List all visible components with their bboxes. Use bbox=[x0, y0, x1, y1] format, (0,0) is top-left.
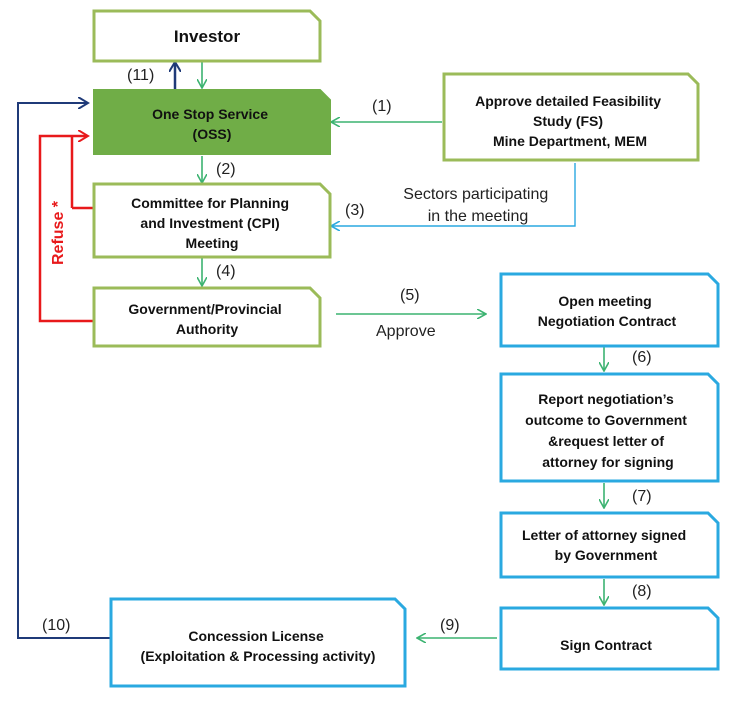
open-label-line1: Open meeting bbox=[558, 293, 651, 309]
investor-label: Investor bbox=[174, 27, 241, 46]
license-label-line2: (Exploitation & Processing activity) bbox=[141, 648, 376, 664]
svg-text:Committee for Planning a: Committee for Planning and Investment (C… bbox=[131, 195, 293, 251]
step-label-9: (9) bbox=[440, 617, 460, 634]
report-box: Report negotiation’s outcome to Governme… bbox=[499, 372, 720, 483]
sectors-label-line2: in the meeting bbox=[428, 208, 529, 225]
cpi-box: Committee for Planning and Investment (C… bbox=[92, 182, 332, 259]
svg-text:One Stop Service (OSS): One Stop Service (OSS) bbox=[152, 106, 272, 142]
letter-label-line2: by Government bbox=[555, 547, 658, 563]
investor-box: Investor bbox=[92, 9, 322, 63]
fs-label-line2: Study (FS) bbox=[533, 113, 603, 129]
oss-label-line2: (OSS) bbox=[193, 126, 232, 142]
approve-label: Approve bbox=[376, 323, 436, 340]
arrow-license-to-oss bbox=[17, 103, 110, 639]
step-label-5: (5) bbox=[400, 287, 420, 304]
letter-box: Letter of attorney signed by Government bbox=[499, 511, 720, 579]
report-label-line1: Report negotiation’s bbox=[538, 391, 674, 407]
step-label-3: (3) bbox=[345, 202, 365, 219]
step-label-1: (1) bbox=[372, 98, 392, 115]
step-label-11: (11) bbox=[127, 67, 154, 84]
cpi-label-line1: Committee for Planning bbox=[131, 195, 289, 211]
step-label-2: (2) bbox=[216, 161, 236, 178]
license-box: Concession License (Exploitation & Proce… bbox=[109, 597, 407, 688]
gov-label-line2: Authority bbox=[176, 321, 238, 337]
arrow-refuse-to-oss bbox=[38, 136, 93, 323]
step-label-8: (8) bbox=[632, 583, 652, 600]
report-label-line3: &request letter of bbox=[548, 433, 664, 449]
fs-label-line1: Approve detailed Feasibility bbox=[475, 93, 661, 109]
oss-label-line1: One Stop Service bbox=[152, 106, 268, 122]
refuse-label: Refuse * bbox=[50, 200, 67, 265]
arrow-fs-to-cpi bbox=[332, 163, 576, 226]
step-label-10: (10) bbox=[42, 617, 70, 634]
open-label-line2: Negotiation Contract bbox=[538, 313, 677, 329]
fs-box: Approve detailed Feasibility Study (FS) … bbox=[442, 72, 700, 162]
sectors-label-line1: Sectors participating bbox=[403, 186, 548, 203]
sign-label: Sign Contract bbox=[560, 637, 652, 653]
open-meeting-box: Open meeting Negotiation Contract bbox=[499, 272, 720, 348]
sectors-label: Sectors participating in the meeting bbox=[403, 186, 552, 225]
svg-text:Letter of attorney signed: Letter of attorney signed by Government bbox=[522, 527, 690, 563]
gov-box: Government/Provincial Authority bbox=[92, 286, 322, 348]
svg-text:Approve detailed Feasibility: Approve detailed Feasibility Study (FS) … bbox=[475, 93, 665, 149]
report-label-line2: outcome to Government bbox=[525, 412, 687, 428]
svg-text:Concession License (Expl: Concession License (Exploitation & Proce… bbox=[141, 628, 376, 664]
report-label-line4: attorney for signing bbox=[542, 454, 673, 470]
svg-text:Sign Contract: Sign Contract bbox=[560, 637, 652, 653]
fs-label-line3: Mine Department, MEM bbox=[493, 133, 647, 149]
svg-text:Report negotiation’s out: Report negotiation’s outcome to Governme… bbox=[525, 391, 691, 470]
step-label-7: (7) bbox=[632, 488, 652, 505]
cpi-label-line2: and Investment (CPI) bbox=[140, 215, 279, 231]
sign-contract-box: Sign Contract bbox=[499, 606, 720, 671]
svg-text:Government/Provincial Au: Government/Provincial Authority bbox=[128, 301, 285, 337]
gov-label-line1: Government/Provincial bbox=[128, 301, 281, 317]
license-label-line1: Concession License bbox=[188, 628, 324, 644]
svg-text:Open meeting Negotiation: Open meeting Negotiation Contract bbox=[538, 293, 677, 329]
cpi-label-line3: Meeting bbox=[186, 235, 239, 251]
letter-label-line1: Letter of attorney signed bbox=[522, 527, 686, 543]
step-label-4: (4) bbox=[216, 263, 236, 280]
svg-text:Investor: Investor bbox=[174, 27, 241, 46]
oss-box: One Stop Service (OSS) bbox=[93, 89, 331, 155]
step-label-6: (6) bbox=[632, 349, 652, 366]
